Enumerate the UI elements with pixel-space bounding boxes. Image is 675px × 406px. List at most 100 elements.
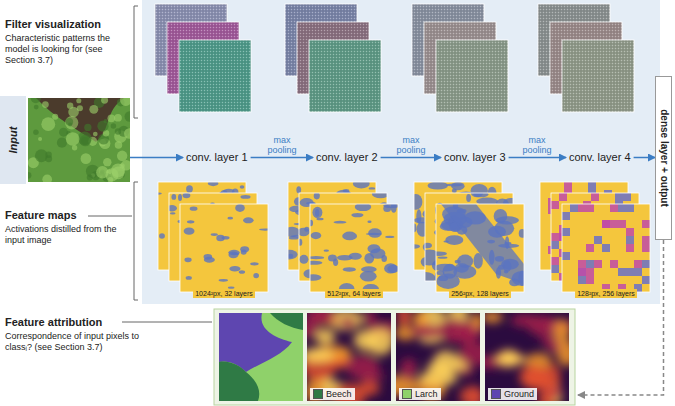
activation-block	[634, 268, 642, 276]
heat-blob	[400, 358, 417, 380]
tree-crown	[84, 124, 91, 131]
activation-blob	[324, 250, 329, 252]
layer-node: conv. layer 4	[566, 149, 634, 166]
activation-blob	[187, 220, 194, 223]
activation-block	[602, 220, 610, 228]
legend-text: Ground	[504, 389, 534, 399]
activation-block	[615, 193, 623, 201]
activation-blob	[360, 271, 377, 282]
feature-map-border	[562, 204, 650, 292]
tree-crown	[78, 131, 92, 145]
activation-block	[578, 260, 586, 268]
heat-blob	[471, 313, 480, 329]
activation-blob	[299, 228, 310, 236]
activation-block	[602, 244, 610, 252]
size-label: 256²px, 128 layers	[449, 289, 511, 298]
heat-blob	[354, 330, 378, 351]
activation-block	[626, 236, 634, 244]
size-label-box: 512²px, 64 layers	[310, 282, 398, 300]
tree-crown	[34, 105, 39, 110]
activation-blob	[169, 205, 177, 212]
activation-blob	[240, 195, 250, 199]
activation-blob	[253, 273, 259, 278]
heatmap-blobs	[307, 313, 391, 401]
activation-blob	[445, 235, 463, 245]
attribution-panel	[214, 309, 575, 405]
activation-block	[551, 257, 559, 265]
activation-blob	[186, 276, 192, 280]
activation-blob	[367, 244, 380, 253]
activation-blob	[289, 236, 299, 239]
activation-blob	[519, 229, 524, 238]
layer-label: conv. layer 4	[569, 151, 631, 164]
tree-crown	[33, 129, 39, 135]
activation-blob	[343, 189, 349, 193]
activation-block	[551, 265, 559, 273]
feature-map-border	[310, 204, 398, 292]
label-box: Characteristic patterns the model is loo…	[5, 33, 131, 66]
tree-crown	[76, 98, 81, 103]
activation-blob	[299, 239, 302, 246]
activation-blob	[438, 257, 448, 259]
activation-blob	[369, 187, 376, 189]
activation-block	[626, 228, 634, 236]
activation-blob	[367, 220, 371, 222]
activation-block	[564, 182, 572, 190]
activation-blob	[314, 193, 320, 199]
input-node: Input	[0, 96, 130, 184]
activation-blob	[190, 207, 198, 211]
activation-block	[578, 268, 586, 276]
size-label: 1024²px, 32 layers	[193, 289, 255, 298]
legend-text: Larch	[415, 389, 438, 399]
input-strip	[0, 96, 26, 184]
activation-blob	[428, 182, 448, 190]
tree-crown	[115, 141, 123, 149]
tree-crown	[93, 132, 98, 137]
legend-item: Larch	[399, 388, 441, 400]
feature-map	[310, 204, 398, 292]
activation-blob	[451, 182, 464, 190]
activation-blob	[186, 185, 193, 192]
size-label: 512²px, 64 layers	[325, 289, 383, 298]
activation-block	[594, 236, 602, 244]
layer-label: conv. layer 3	[444, 151, 506, 164]
tree-crown	[81, 153, 92, 164]
activation-blob	[334, 221, 347, 224]
segmentation-beech	[219, 362, 259, 401]
heatmap-blobs	[396, 313, 480, 401]
tree-crown	[121, 160, 130, 171]
tree-crown	[65, 116, 78, 129]
section-note: Correspondence of input pixels to classᵢ…	[5, 331, 140, 353]
leader-line	[122, 322, 212, 323]
section-heading: Feature attribution	[5, 316, 140, 329]
activation-blob	[343, 267, 356, 272]
heat-blob	[346, 355, 379, 379]
layer-label: conv. layer 2	[316, 151, 378, 164]
activation-blob	[311, 232, 322, 239]
tree-crown	[89, 105, 98, 114]
clipped-group	[396, 313, 480, 401]
activation-blob	[372, 193, 387, 198]
tree-crown	[103, 158, 111, 166]
tree-crown	[59, 128, 68, 137]
tree-crown	[107, 114, 115, 122]
activation-block	[586, 268, 594, 276]
tree-crown	[42, 101, 49, 108]
filter-image	[179, 40, 251, 112]
tree-crown	[120, 98, 130, 106]
activation-blob	[470, 184, 487, 197]
size-label-box: 1024²px, 32 layers	[180, 282, 268, 300]
edge-label: max pooling	[389, 135, 433, 155]
bracket	[134, 6, 138, 118]
heat-blob	[315, 329, 335, 345]
activation-block	[623, 193, 631, 201]
activation-blob	[312, 207, 322, 218]
connector-arrow	[509, 157, 566, 159]
activation-block	[626, 268, 634, 276]
heat-blob	[541, 335, 556, 345]
tree-crown	[115, 128, 121, 134]
filter-texture	[562, 40, 634, 112]
section-note: Characteristic patterns the model is loo…	[5, 33, 131, 66]
activation-block	[610, 260, 618, 268]
tree-crown	[124, 111, 130, 121]
